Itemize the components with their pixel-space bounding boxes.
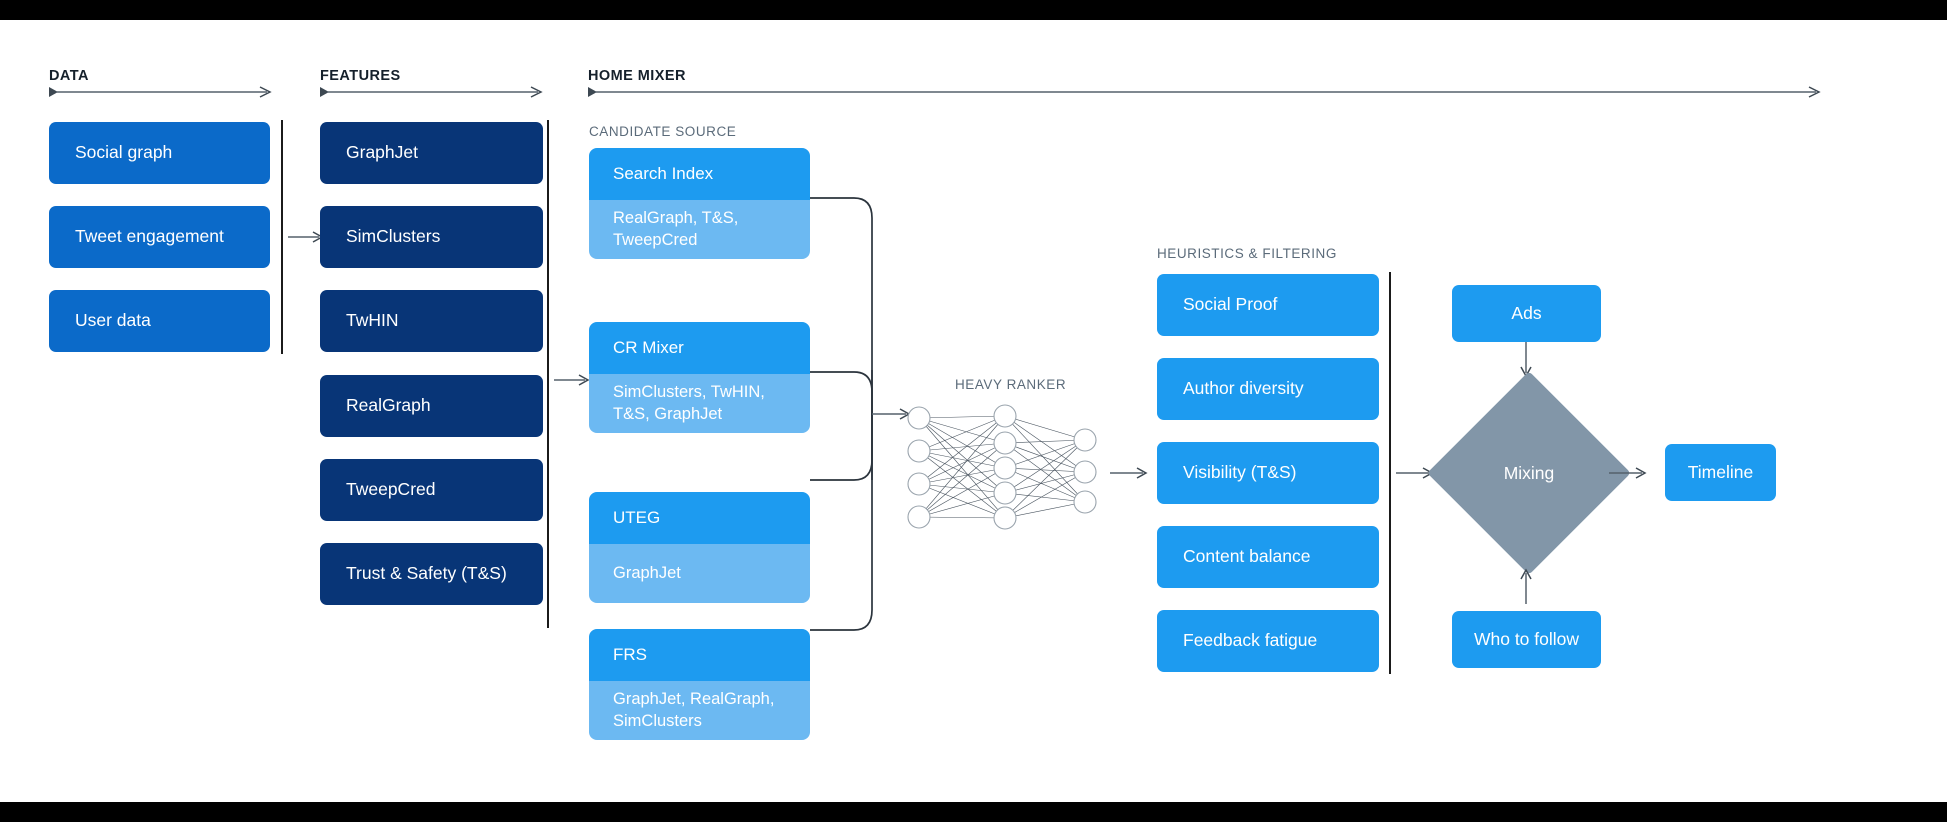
candidate-source-name: Search Index (589, 148, 810, 200)
feature-box-twhin[interactable]: TwHIN (320, 290, 543, 352)
heuristic-box-visibility[interactable]: Visibility (T&S) (1157, 442, 1379, 504)
data-axis-arrow (49, 86, 272, 98)
feature-box-label: SimClusters (346, 226, 441, 247)
heuristic-box-feedback-fatigue[interactable]: Feedback fatigue (1157, 610, 1379, 672)
feature-box-realgraph[interactable]: RealGraph (320, 375, 543, 437)
data-box-label: User data (75, 310, 151, 331)
features-axis-arrow (320, 86, 543, 98)
output-box-label: Ads (1511, 302, 1542, 323)
candidate-source-card-search-index[interactable]: Search Index RealGraph, T&S, TweepCred (589, 148, 810, 259)
arrow-mixing-to-timeline (1609, 467, 1647, 479)
data-box-social-graph[interactable]: Social graph (49, 122, 270, 184)
output-box-ads[interactable]: Ads (1452, 285, 1601, 342)
feature-box-simclusters[interactable]: SimClusters (320, 206, 543, 268)
feature-box-trust-safety[interactable]: Trust & Safety (T&S) (320, 543, 543, 605)
feature-box-label: RealGraph (346, 395, 431, 416)
mixing-label: Mixing (1503, 462, 1555, 483)
home-mixer-axis-arrow (588, 86, 1821, 98)
candidate-source-features: GraphJet (589, 544, 810, 603)
arrow-who-to-follow-to-mixing (1520, 568, 1532, 604)
section-title-features: FEATURES (320, 68, 401, 84)
heuristic-box-social-proof[interactable]: Social Proof (1157, 274, 1379, 336)
feature-box-label: TweepCred (346, 479, 436, 500)
divider-after-data (281, 120, 283, 354)
section-title-home-mixer: HOME MIXER (588, 68, 686, 84)
divider-after-features (547, 120, 549, 628)
candidate-source-name: UTEG (589, 492, 810, 544)
heuristic-box-label: Feedback fatigue (1183, 630, 1318, 651)
data-box-label: Social graph (75, 142, 173, 163)
candidate-source-features: RealGraph, T&S, TweepCred (589, 200, 810, 259)
candidate-source-name: FRS (589, 629, 810, 681)
section-title-data: DATA (49, 68, 89, 84)
output-box-label: Timeline (1687, 461, 1754, 482)
output-box-who-to-follow[interactable]: Who to follow (1452, 611, 1601, 668)
candidate-source-features: GraphJet, RealGraph, SimClusters (589, 681, 810, 740)
feature-box-graphjet[interactable]: GraphJet (320, 122, 543, 184)
subsection-title-heavy-ranker: HEAVY RANKER (955, 377, 1067, 392)
feature-box-label: Trust & Safety (T&S) (346, 563, 507, 584)
feature-box-label: GraphJet (346, 142, 418, 163)
subsection-title-heuristics: HEURISTICS & FILTERING (1157, 246, 1337, 261)
arrow-ranker-to-heuristics (1110, 467, 1148, 479)
candidate-source-card-frs[interactable]: FRS GraphJet, RealGraph, SimClusters (589, 629, 810, 740)
divider-after-heuristics (1389, 272, 1391, 674)
feature-box-label: TwHIN (346, 310, 399, 331)
mixing-diamond[interactable]: Mixing (1427, 371, 1631, 575)
heuristic-box-label: Visibility (T&S) (1183, 462, 1297, 483)
arrow-features-to-candidate-source (554, 374, 590, 386)
heuristic-box-label: Author diversity (1183, 378, 1304, 399)
output-box-timeline[interactable]: Timeline (1665, 444, 1776, 501)
candidate-source-card-uteg[interactable]: UTEG GraphJet (589, 492, 810, 603)
feature-box-tweepcred[interactable]: TweepCred (320, 459, 543, 521)
heuristic-box-content-balance[interactable]: Content balance (1157, 526, 1379, 588)
data-box-user-data[interactable]: User data (49, 290, 270, 352)
candidate-source-name: CR Mixer (589, 322, 810, 374)
data-box-tweet-engagement[interactable]: Tweet engagement (49, 206, 270, 268)
candidate-source-features: SimClusters, TwHIN, T&S, GraphJet (589, 374, 810, 433)
heuristic-box-author-diversity[interactable]: Author diversity (1157, 358, 1379, 420)
heuristic-box-label: Social Proof (1183, 294, 1278, 315)
data-box-label: Tweet engagement (75, 226, 224, 247)
heavy-ranker-neural-network (907, 404, 1097, 530)
output-box-label: Who to follow (1473, 628, 1580, 649)
diagram-canvas: DATA FEATURES HOME MIXER Social graph Tw… (0, 20, 1947, 802)
subsection-title-candidate-source: CANDIDATE SOURCE (589, 124, 737, 139)
heuristic-box-label: Content balance (1183, 546, 1311, 567)
candidate-source-card-cr-mixer[interactable]: CR Mixer SimClusters, TwHIN, T&S, GraphJ… (589, 322, 810, 433)
